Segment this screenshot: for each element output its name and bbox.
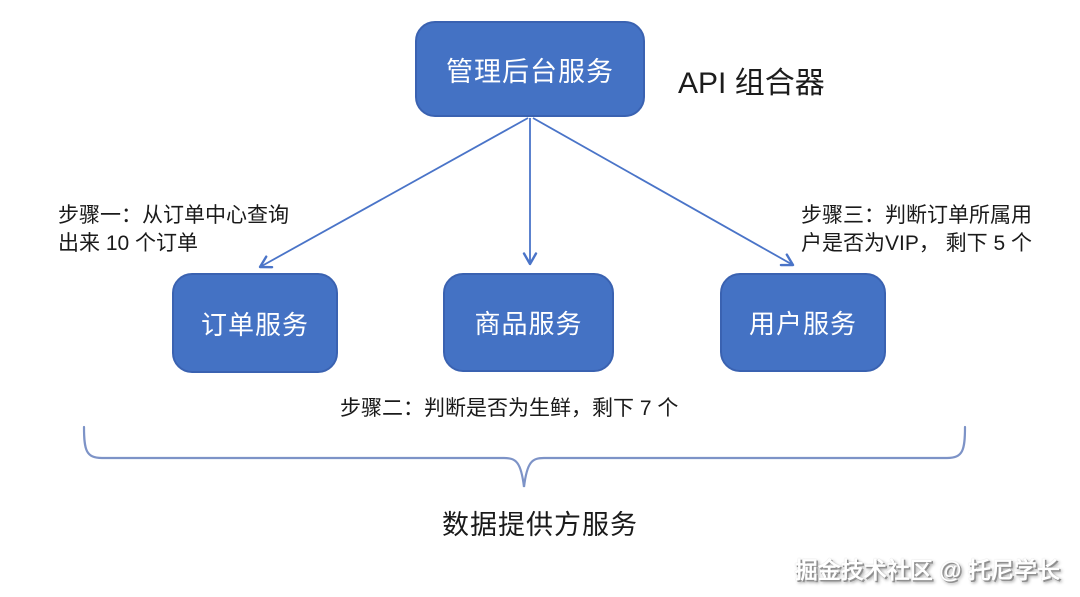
annotation-step3: 步骤三：判断订单所属用 户是否为VIP， 剩下 5 个 <box>801 204 1033 255</box>
watermark: 掘金技术社区 @ 托尼学长 <box>794 557 1060 583</box>
annotation-step2: 步骤二：判断是否为生鲜，剩下 7 个 <box>340 397 679 420</box>
api-composer-title: API 组合器 <box>678 67 825 100</box>
node-user-service[interactable]: 用户服务 <box>720 273 886 372</box>
node-label: 订单服务 <box>200 309 309 340</box>
node-order-service[interactable]: 订单服务 <box>172 273 338 373</box>
node-label: 商品服务 <box>474 309 583 339</box>
node-admin-backend-service[interactable]: 管理后台服务 <box>415 21 645 117</box>
node-label: 管理后台服务 <box>446 56 614 87</box>
node-product-service[interactable]: 商品服务 <box>443 273 614 372</box>
group-brace <box>82 425 967 488</box>
arrow-admin-to-order <box>258 117 529 269</box>
arrow-admin-to-user <box>532 117 795 267</box>
annotation-step1: 步骤一：从订单中心查询 出来 10 个订单 <box>58 204 289 255</box>
node-label: 用户服务 <box>748 309 857 339</box>
data-provider-group-label: 数据提供方服务 <box>442 510 638 540</box>
